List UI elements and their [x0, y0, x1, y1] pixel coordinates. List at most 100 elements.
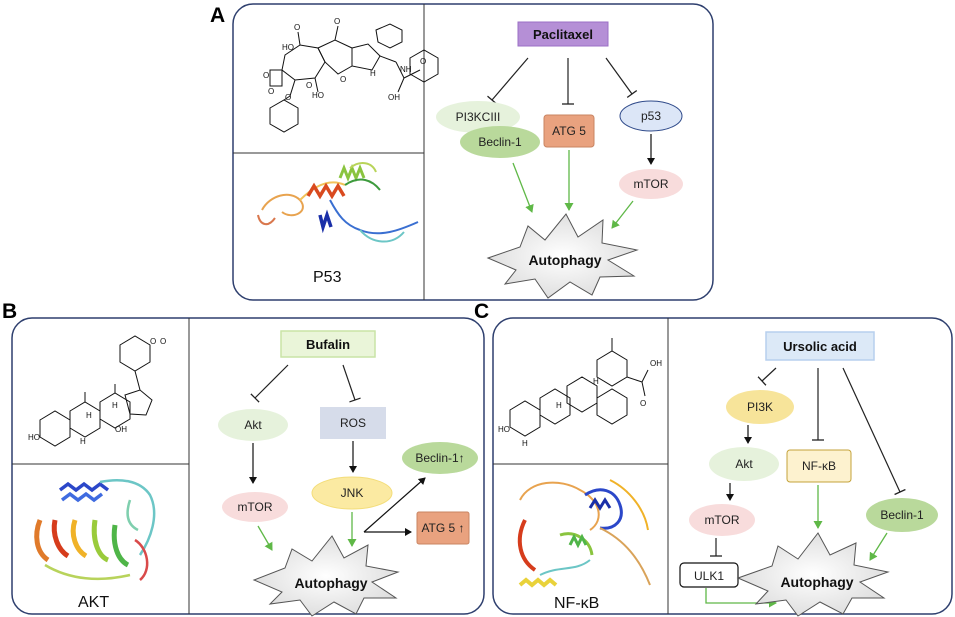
node-c-akt-label: Akt	[735, 457, 753, 471]
drug-label-bufalin: Bufalin	[306, 337, 350, 352]
node-a-p53	[619, 100, 683, 132]
panel-b: B O O HO H H H OH	[2, 300, 485, 617]
drug-box-ursolic-acid	[765, 331, 875, 361]
svg-text:HO: HO	[28, 433, 40, 442]
inhibit-line-a-pi3k	[487, 57, 529, 105]
node-b-jnk-label: JNK	[341, 486, 364, 500]
autophagy-burst-b	[252, 535, 400, 617]
node-c-beclin	[866, 498, 938, 532]
node-b-akt-label: Akt	[244, 418, 262, 432]
nfkb-protein-image	[517, 479, 651, 588]
node-a-beclin	[460, 126, 540, 158]
autophagy-label-b: Autophagy	[294, 575, 367, 591]
svg-text:H: H	[80, 437, 86, 446]
arrow-c-ulk1-autophagy	[705, 588, 777, 608]
node-c-nfkb-label: NF-κB	[802, 459, 836, 473]
node-b-beclin	[402, 442, 478, 474]
svg-text:H: H	[112, 401, 118, 410]
node-b-mtor	[222, 492, 288, 522]
node-a-atg5-label: ATG 5	[552, 124, 586, 138]
node-a-p53-label: p53	[641, 109, 661, 123]
node-b-akt	[218, 409, 288, 441]
drug-label-paclitaxel: Paclitaxel	[533, 27, 593, 42]
node-a-mtor-label: mTOR	[633, 177, 668, 191]
svg-text:H: H	[593, 377, 599, 386]
node-c-akt	[709, 447, 779, 481]
svg-text:OH: OH	[115, 425, 127, 434]
drug-box-bufalin	[280, 330, 376, 358]
svg-text:O: O	[340, 75, 346, 84]
drug-label-ursolic-acid: Ursolic acid	[783, 339, 857, 354]
autophagy-label-c: Autophagy	[780, 574, 853, 590]
paclitaxel-atom-labels: HO O O O O HO O OH NH O O H O	[263, 17, 426, 102]
svg-text:O: O	[334, 17, 340, 26]
p53-protein-image	[257, 162, 419, 243]
bufalin-structure	[39, 335, 153, 447]
ursolic-acid-structure	[509, 338, 649, 437]
ursolic-atom-labels: H OH O HO H H	[498, 359, 662, 448]
svg-text:O: O	[263, 71, 269, 80]
panel-letter-a: A	[210, 4, 225, 27]
protein-label-c: NF-κB	[554, 595, 599, 612]
bufalin-atom-labels: O O HO H H H OH	[28, 337, 166, 446]
node-c-pi3k-label: PI3K	[747, 400, 773, 414]
protein-label-b: AKT	[78, 594, 109, 611]
arrow-b-mtor-autophagy	[257, 525, 273, 551]
panel-b-border	[11, 317, 485, 615]
panel-a: A HO O O O O HO	[210, 3, 714, 301]
inhibit-line-c-beclin	[842, 367, 906, 496]
drug-box-paclitaxel	[517, 21, 609, 47]
node-a-atg5	[543, 114, 595, 148]
svg-text:O: O	[420, 57, 426, 66]
node-c-ulk1	[679, 562, 739, 588]
node-a-pi3kc3	[436, 101, 520, 133]
inhibit-line-b-ros	[342, 364, 361, 403]
node-b-jnk	[311, 476, 393, 510]
svg-text:O: O	[268, 87, 274, 96]
inhibit-line-c-pi3k	[757, 367, 777, 386]
svg-text:H: H	[370, 69, 376, 78]
arrow-a-mtor-autophagy	[611, 200, 634, 229]
node-c-mtor-label: mTOR	[704, 513, 739, 527]
autophagy-label-a: Autophagy	[528, 252, 601, 268]
node-a-mtor	[619, 169, 683, 199]
panel-c-border	[492, 317, 953, 615]
autophagy-burst-c	[736, 532, 890, 617]
svg-text:O: O	[306, 81, 312, 90]
panel-a-border	[232, 3, 714, 301]
node-c-nfkb	[786, 449, 852, 483]
svg-text:HO: HO	[312, 91, 324, 100]
node-b-atg5	[416, 511, 470, 545]
panel-letter-b: B	[2, 300, 17, 323]
node-c-pi3k	[726, 390, 794, 424]
node-b-ros-label: ROS	[340, 416, 366, 430]
svg-text:H: H	[86, 411, 92, 420]
svg-text:O: O	[285, 93, 291, 102]
svg-text:O: O	[640, 399, 646, 408]
node-b-ros	[320, 407, 386, 439]
autophagy-burst-a	[486, 213, 639, 299]
inhibit-line-b-akt	[250, 364, 289, 403]
protein-label-a: P53	[313, 269, 342, 286]
svg-text:O: O	[150, 337, 156, 346]
svg-text:H: H	[556, 401, 562, 410]
svg-text:OH: OH	[388, 93, 400, 102]
node-b-mtor-label: mTOR	[237, 500, 272, 514]
svg-text:O: O	[294, 23, 300, 32]
node-c-mtor	[689, 504, 755, 536]
arrow-b-jnk-beclin	[363, 477, 426, 533]
akt-protein-image	[34, 478, 156, 581]
inhibit-line-a-p53	[605, 57, 638, 99]
svg-text:HO: HO	[282, 43, 294, 52]
node-a-beclin-label: Beclin-1	[478, 135, 522, 149]
svg-text:OH: OH	[650, 359, 662, 368]
node-a-pi3kc3-label: PI3KCIII	[456, 110, 501, 124]
arrow-a-beclin-autophagy	[512, 162, 534, 213]
svg-text:NH: NH	[400, 65, 412, 74]
node-c-ulk1-label: ULK1	[694, 569, 724, 583]
svg-text:H: H	[522, 439, 528, 448]
node-b-atg5-label: ATG 5 ↑	[421, 521, 464, 535]
svg-text:HO: HO	[498, 425, 510, 434]
svg-text:O: O	[160, 337, 166, 346]
